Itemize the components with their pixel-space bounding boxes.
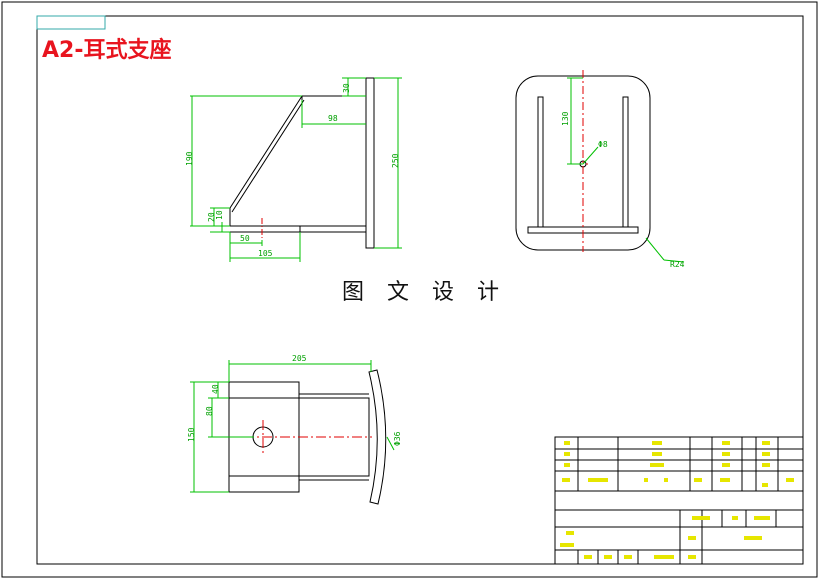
dim-98: 98 xyxy=(328,114,338,123)
title-block xyxy=(554,436,804,565)
title-block-cell-marks xyxy=(560,441,794,559)
plan-centerline xyxy=(244,420,372,454)
dim-r24: R24 xyxy=(670,260,685,269)
front-plate xyxy=(365,77,375,249)
side-centerline xyxy=(575,70,591,252)
corner-tag-box xyxy=(36,15,106,30)
dim-130: 130 xyxy=(561,111,570,126)
dim-40: 40 xyxy=(211,384,220,394)
plan-dimension-labels: 205 150 80 40 Φ36 xyxy=(187,354,402,446)
plan-curved-plate xyxy=(368,369,387,505)
dim-80: 80 xyxy=(205,406,214,416)
dim-phi8: Φ8 xyxy=(598,140,608,149)
dim-50: 50 xyxy=(240,234,250,243)
drawing-title: A2-耳式支座 xyxy=(42,38,172,63)
front-dimension-labels: 30 98 190 250 20 10 50 105 xyxy=(185,83,400,258)
dim-105: 105 xyxy=(258,249,273,258)
dim-190: 190 xyxy=(185,151,194,166)
plan-dimensions xyxy=(190,360,395,493)
dim-phi36: Φ36 xyxy=(393,431,402,446)
side-rib-left xyxy=(537,96,544,228)
dim-205: 205 xyxy=(292,354,307,363)
dim-10: 10 xyxy=(215,210,224,220)
dim-150: 150 xyxy=(187,427,196,442)
front-view xyxy=(229,77,375,249)
dim-30: 30 xyxy=(342,83,351,93)
front-dimensions xyxy=(190,77,402,262)
side-rib-right xyxy=(622,96,629,228)
inner-frame xyxy=(36,15,804,565)
side-dimensions xyxy=(567,77,685,263)
dim-20: 20 xyxy=(207,212,216,222)
watermark-caption: 图 文 设 计 xyxy=(342,280,507,305)
dim-250: 250 xyxy=(391,153,400,168)
side-dimension-labels: 130 Φ8 R24 xyxy=(561,111,685,269)
title-block-frame xyxy=(554,436,804,565)
